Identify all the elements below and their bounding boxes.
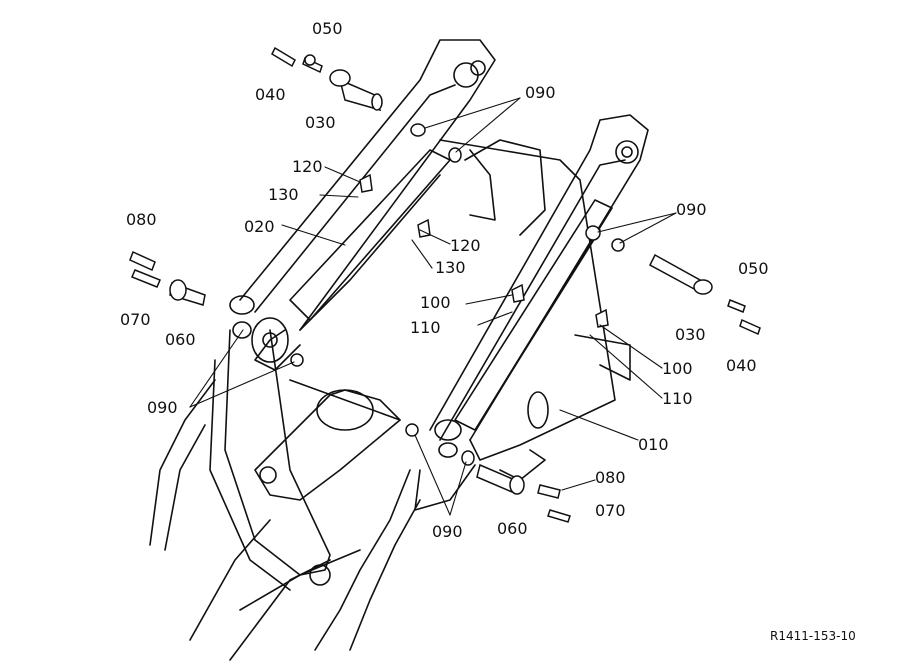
label-090-top: 090 [525,83,556,102]
pin-060-left [169,279,206,306]
label-030-top: 030 [305,113,336,132]
label-090-right: 090 [676,200,707,219]
pin-060-bottom [476,463,525,495]
label-090-bottom: 090 [432,522,463,541]
lift-cylinder-right [454,199,613,431]
label-040-top: 040 [255,85,286,104]
pin-030-right [649,253,713,295]
part-labels: 050 040 030 090 120 130 020 120 130 080 … [120,19,856,643]
label-130-b: 130 [435,258,466,277]
boom-arm-right [414,114,649,511]
grease-fitting-040-050-right [727,299,761,336]
leader-lines [189,97,677,516]
label-100-b: 100 [662,359,693,378]
label-020: 020 [244,217,275,236]
cross-tube [254,379,401,501]
loader-base-frame [149,379,421,661]
label-030-right: 030 [675,325,706,344]
bolt-fitting-070-080-bottom [537,484,571,523]
washers-090 [290,123,625,466]
label-080-left: 080 [126,210,157,229]
grease-fitting-040-050-top [271,46,323,74]
label-050-top: 050 [312,19,343,38]
grease-nipples [359,173,609,328]
label-090-left: 090 [147,398,178,417]
label-060-left: 060 [165,330,196,349]
mounting-bracket [439,139,631,481]
label-110-a: 110 [410,318,441,337]
label-080-bottom: 080 [595,468,626,487]
label-100-a: 100 [420,293,451,312]
label-110-b: 110 [662,389,693,408]
label-070-left: 070 [120,310,151,329]
boom-arm-left [209,39,496,591]
label-050-right: 050 [738,259,769,278]
label-010: 010 [638,435,669,454]
bolt-fitting-070-080-left [129,250,161,288]
label-120-a: 120 [292,157,323,176]
label-130-a: 130 [268,185,299,204]
label-120-b: 120 [450,236,481,255]
label-060-bottom: 060 [497,519,528,538]
pin-030-top [329,69,383,112]
label-040-right: 040 [726,356,757,375]
label-070-bottom: 070 [595,501,626,520]
reference-code: R1411-153-10 [770,629,856,643]
